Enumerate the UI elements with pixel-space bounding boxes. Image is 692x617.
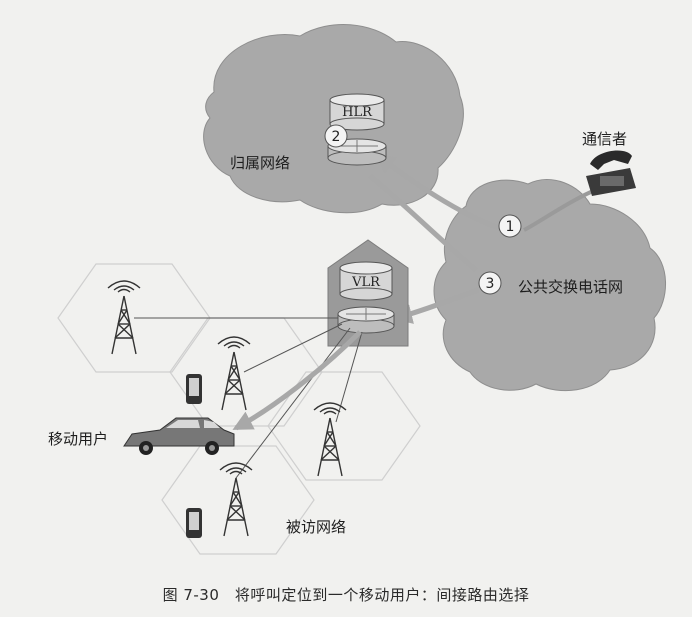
step-2-marker: 2	[324, 124, 348, 148]
figure-caption: 图 7-30 将呼叫定位到一个移动用户：间接路由选择	[162, 586, 530, 604]
tower-links	[134, 317, 363, 479]
vlr-label: VLR	[351, 275, 381, 290]
mobile-user-label: 移动用户	[48, 430, 109, 448]
cell-tower	[107, 280, 141, 355]
hlr-database	[329, 93, 385, 131]
step-2-label: 2	[332, 129, 341, 145]
correspondent-label: 通信者	[582, 130, 628, 148]
pstn-cloud	[433, 179, 666, 392]
home-network-label: 归属网络	[230, 154, 291, 172]
step-3-marker: 3	[478, 271, 502, 295]
cell-tower	[313, 402, 347, 477]
step-1-marker: 1	[498, 214, 522, 238]
visited-network-label: 被访网络	[286, 518, 347, 536]
arrow-to-mobile-user	[232, 330, 362, 431]
telephone-icon	[586, 150, 636, 196]
step-3-label: 3	[486, 276, 495, 292]
step-1-label: 1	[506, 219, 515, 235]
mobile-phone-icon	[186, 374, 202, 404]
mobile-phone-icon	[186, 508, 202, 538]
car-icon	[123, 417, 235, 455]
vlr-router	[337, 306, 395, 334]
route-home-to-pstn	[368, 174, 478, 272]
cell-tower	[217, 336, 251, 411]
vlr-database	[339, 261, 393, 301]
pstn-label: 公共交换电话网	[518, 278, 624, 296]
hlr-label: HLR	[342, 105, 373, 120]
arrow-to-hlr	[374, 153, 507, 233]
cell-tower	[219, 462, 253, 537]
